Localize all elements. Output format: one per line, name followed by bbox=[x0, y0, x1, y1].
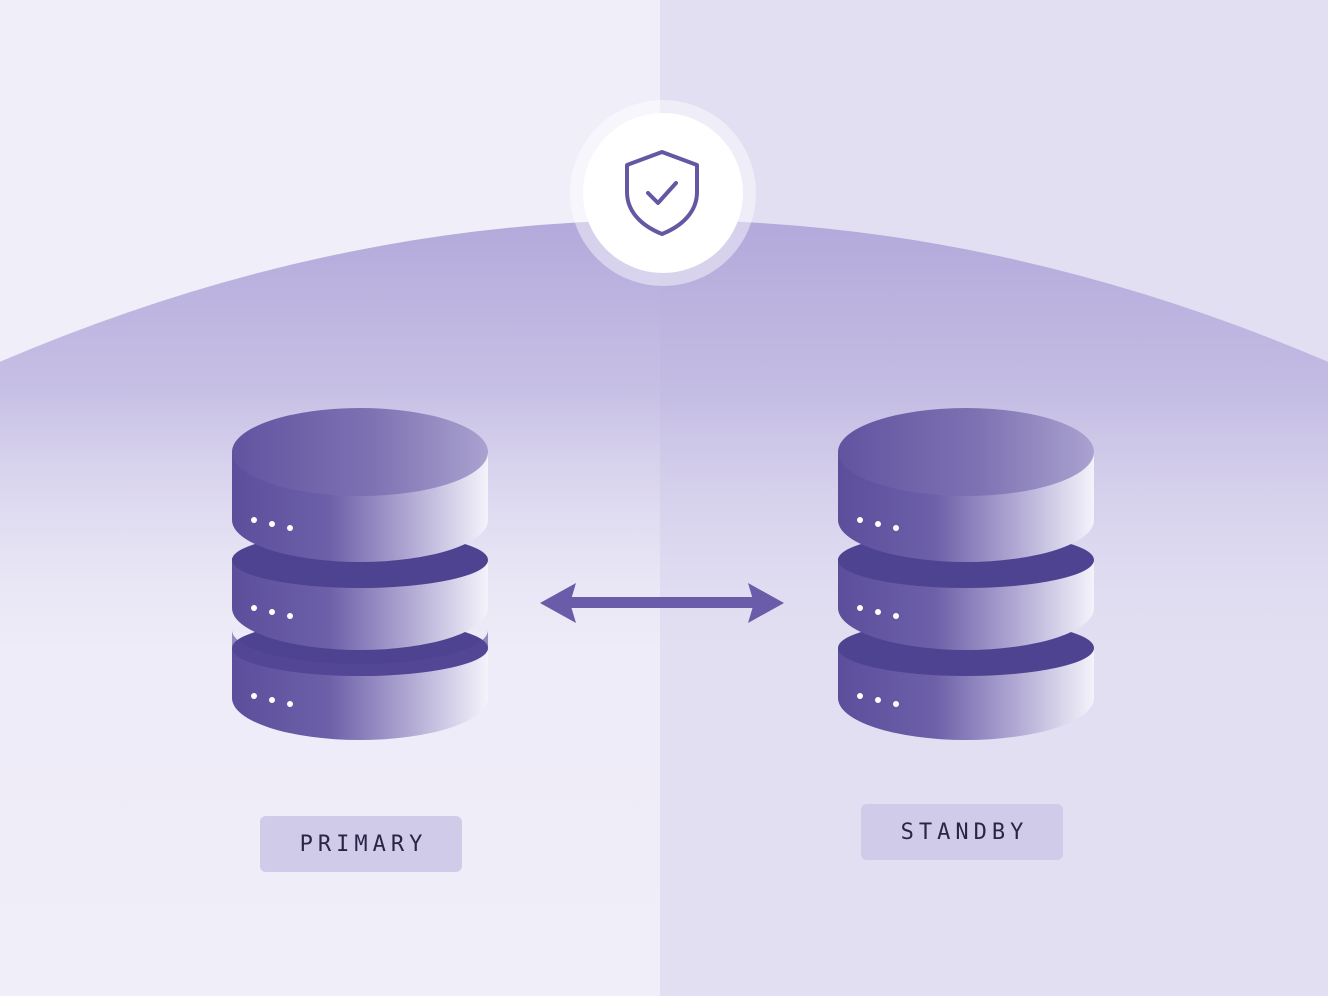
standby-label: STANDBY bbox=[861, 804, 1063, 860]
shield-badge bbox=[570, 100, 756, 286]
shield-check-icon bbox=[625, 150, 699, 236]
database-icon bbox=[232, 408, 488, 740]
primary-label: PRIMARY bbox=[260, 816, 462, 872]
double-arrow-icon bbox=[540, 583, 784, 623]
database-icon bbox=[838, 408, 1094, 740]
